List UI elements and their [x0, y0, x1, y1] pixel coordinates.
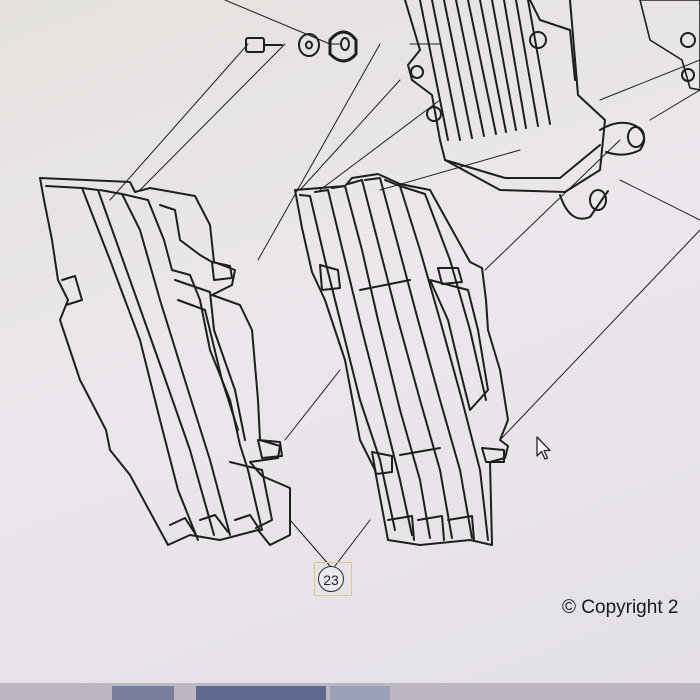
part-number-callout[interactable]: 23: [318, 566, 344, 592]
taskbar-app-button[interactable]: [112, 686, 174, 700]
copyright-text: © Copyright 2: [562, 597, 679, 618]
mouse-pointer-icon: [536, 436, 551, 460]
left-radiator-guard: [39, 177, 291, 546]
radiator: [404, 0, 700, 220]
bolt-assembly: [245, 30, 358, 63]
taskbar-app-button[interactable]: [330, 686, 390, 700]
callout-frame: [314, 562, 352, 596]
taskbar-app-button[interactable]: [196, 686, 326, 700]
right-radiator-guard: [294, 173, 509, 546]
